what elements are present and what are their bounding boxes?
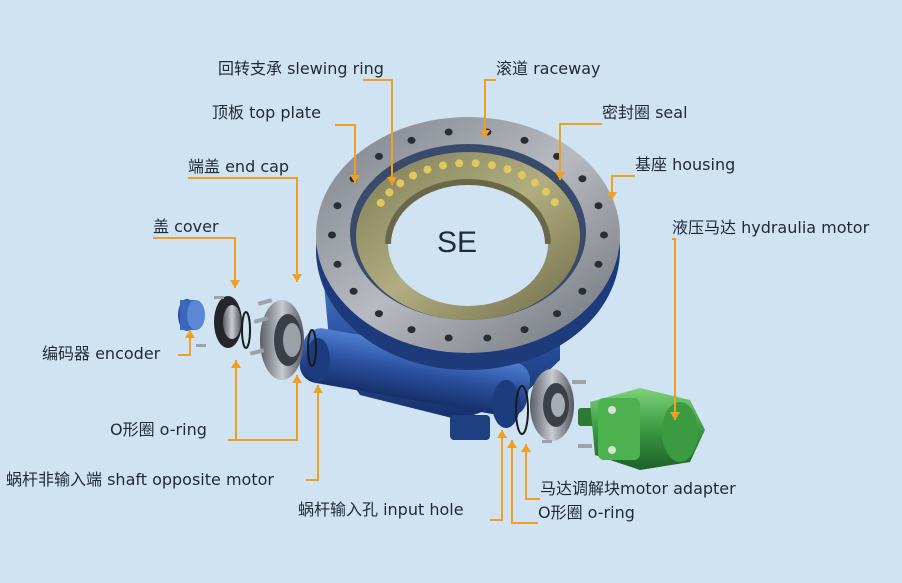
leader-o-ring-left-2-arrow	[292, 375, 302, 383]
label-cover: 盖 cover	[153, 217, 219, 236]
bolt-hole	[407, 326, 416, 334]
raceway-ball	[550, 198, 559, 207]
leader-hydraulic-motor-arrow	[670, 412, 680, 420]
leader-motor-adapter-arrow	[521, 444, 531, 452]
bolt-hole	[520, 136, 529, 144]
label-housing: 基座 housing	[635, 155, 736, 174]
leader-o-ring-right-arrow	[507, 440, 517, 448]
bolt-hole	[520, 326, 529, 334]
bolt-hole	[483, 334, 492, 342]
label-motor-adapter: 马达调解块motor adapter	[540, 479, 736, 498]
leader-o-ring-left-arrow	[231, 360, 241, 368]
leader-shaft-opposite-motor	[306, 385, 319, 481]
bolt-hole	[374, 310, 383, 318]
leader-input-hole	[490, 430, 503, 521]
leader-housing-arrow	[607, 192, 617, 200]
label-encoder: 编码器 encoder	[42, 344, 161, 363]
encoder-part	[178, 299, 205, 331]
leader-end-cap	[188, 177, 298, 282]
bolt-hole	[333, 202, 342, 210]
raceway-ball	[423, 165, 432, 174]
o-ring-right-part	[515, 385, 529, 435]
bolt-hole	[600, 231, 608, 239]
label-end-cap: 端盖 end cap	[188, 157, 290, 176]
motor-adapter-part	[530, 369, 574, 441]
label-o-ring-left: O形圈 o-ring	[110, 420, 207, 439]
leader-encoder	[178, 330, 191, 356]
leader-end-cap-arrow	[292, 274, 302, 282]
leader-slewing-ring-arrow	[387, 177, 397, 185]
leader-seal-arrow	[555, 172, 565, 180]
label-o-ring-right: O形圈 o-ring	[538, 503, 635, 522]
raceway-ball	[487, 161, 496, 170]
center-label: SE	[437, 226, 478, 259]
label-slewing-ring: 回转支承 slewing ring	[218, 59, 384, 78]
raceway-balls	[376, 159, 559, 207]
bolt-hole	[349, 287, 358, 295]
raceway-ball	[541, 187, 550, 196]
leader-shaft-opposite-motor-arrow	[313, 385, 323, 393]
label-raceway: 滚道 raceway	[496, 59, 601, 78]
cover-part	[214, 296, 251, 349]
bolt-hole	[444, 334, 453, 342]
raceway-ball	[409, 171, 418, 180]
raceway-ball	[438, 161, 447, 170]
leader-lines	[153, 79, 680, 524]
leader-top-plate	[335, 124, 356, 183]
raceway-ball	[376, 198, 385, 207]
leader-o-ring-right	[511, 440, 538, 524]
bolt-hole	[553, 310, 562, 318]
bolt-hole	[444, 128, 453, 136]
label-input-hole: 蜗杆输入孔 input hole	[298, 500, 464, 519]
raceway-ball	[385, 188, 394, 197]
label-hydraulic-motor: 液压马达 hydraulia motor	[672, 218, 870, 237]
label-shaft-opposite-motor: 蜗杆非输入端 shaft opposite motor	[6, 470, 274, 489]
hydraulic-motor-part	[578, 388, 705, 470]
leader-motor-adapter	[525, 444, 540, 500]
label-seal: 密封圈 seal	[602, 103, 688, 122]
bolt-hole	[578, 287, 587, 295]
label-top-plate: 顶板 top plate	[212, 103, 321, 122]
raceway-ball	[471, 159, 480, 168]
bolt-hole	[333, 260, 342, 268]
raceway-ball	[396, 179, 405, 188]
leader-housing	[611, 175, 635, 200]
leader-top-plate-arrow	[350, 175, 360, 183]
leader-slewing-ring	[363, 79, 393, 185]
leader-o-ring-left	[228, 360, 237, 441]
raceway-ball	[455, 159, 464, 168]
bolt-hole	[594, 202, 603, 210]
bolt-hole	[594, 260, 603, 268]
leader-raceway	[484, 79, 496, 138]
leader-seal	[559, 123, 602, 180]
bolts-right	[542, 380, 592, 448]
leader-input-hole-arrow	[497, 430, 507, 438]
raceway-ball	[530, 178, 539, 187]
leader-cover	[153, 237, 236, 288]
leader-cover-arrow	[230, 280, 240, 288]
leader-hydraulic-motor	[672, 238, 676, 420]
leader-raceway-arrow	[480, 130, 490, 138]
raceway-ball	[517, 171, 526, 180]
end-cap-part	[260, 300, 317, 380]
bolt-hole	[328, 231, 336, 239]
bolts-left	[196, 296, 273, 356]
bolt-hole	[407, 136, 416, 144]
raceway-ball	[503, 165, 512, 174]
bolt-hole	[578, 175, 587, 183]
leader-encoder-arrow	[185, 330, 195, 338]
bolt-hole	[374, 152, 383, 160]
leader-o-ring-left-2	[236, 375, 298, 441]
